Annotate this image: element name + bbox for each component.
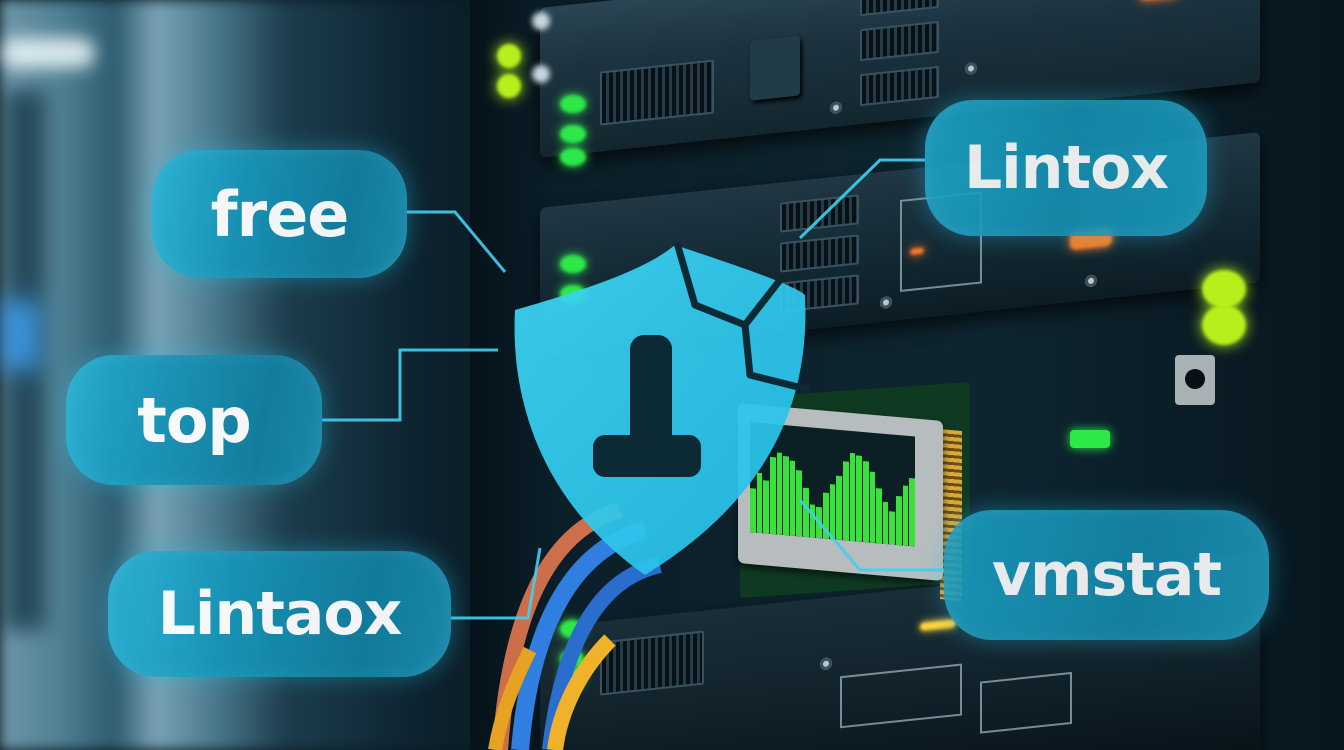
lime-status-led: [1202, 305, 1246, 345]
blue-status-glow: [0, 300, 40, 370]
spec-label-plate: [840, 663, 962, 729]
graph-bar: [876, 488, 882, 544]
label-pill-lintox: Lintox: [925, 100, 1207, 236]
lime-status-led: [497, 74, 521, 98]
ceiling-light: [0, 38, 95, 68]
green-status-led: [560, 95, 586, 113]
green-status-led: [560, 255, 586, 273]
lime-status-led: [1202, 270, 1246, 308]
graph-bar: [856, 455, 862, 542]
t-glyph-icon: [593, 335, 701, 477]
orange-status-led: [1140, 0, 1180, 1]
vent-grille: [780, 194, 859, 233]
label-pill-lintaox: Lintaox: [108, 551, 451, 677]
label-pill-vmstat: vmstat: [944, 510, 1269, 640]
graph-bar: [869, 471, 876, 544]
label-text: free: [210, 177, 350, 251]
spec-label-plate: [980, 671, 1072, 734]
label-pill-free: free: [152, 150, 407, 278]
label-text: Lintaox: [157, 579, 403, 649]
screw: [820, 657, 832, 671]
front-panel-button: [750, 35, 800, 101]
graph-bar: [836, 475, 842, 541]
screw: [965, 61, 977, 76]
label-text: top: [137, 383, 252, 457]
white-indicator: [532, 12, 550, 30]
graph-bar: [902, 484, 909, 546]
white-indicator: [532, 65, 550, 83]
yellow-status-led: [920, 619, 956, 631]
graph-bar: [889, 511, 896, 545]
shield-icon: [514, 242, 811, 575]
graph-bar: [816, 507, 823, 539]
graph-bar: [882, 501, 889, 545]
graph-bar: [909, 477, 915, 547]
screw: [880, 295, 892, 310]
graph-bar: [823, 492, 829, 539]
label-text: Lintox: [963, 133, 1169, 203]
label-text: vmstat: [991, 540, 1222, 610]
graph-bar: [849, 452, 856, 542]
green-status-led: [560, 148, 586, 166]
graph-bar: [862, 460, 869, 543]
green-status-led: [560, 125, 586, 143]
vent-grille: [860, 65, 939, 107]
screw: [1085, 274, 1097, 288]
label-pill-top: top: [66, 355, 322, 485]
green-status-led: [1070, 430, 1110, 448]
network-port: [1175, 355, 1215, 405]
vent-grille: [600, 59, 714, 126]
lime-status-led: [497, 44, 521, 68]
screw: [830, 101, 842, 115]
graph-bar: [896, 495, 902, 546]
graph-bar: [842, 461, 849, 541]
graph-bar: [829, 484, 836, 540]
vent-grille: [860, 20, 939, 62]
vent-grille: [860, 0, 939, 17]
